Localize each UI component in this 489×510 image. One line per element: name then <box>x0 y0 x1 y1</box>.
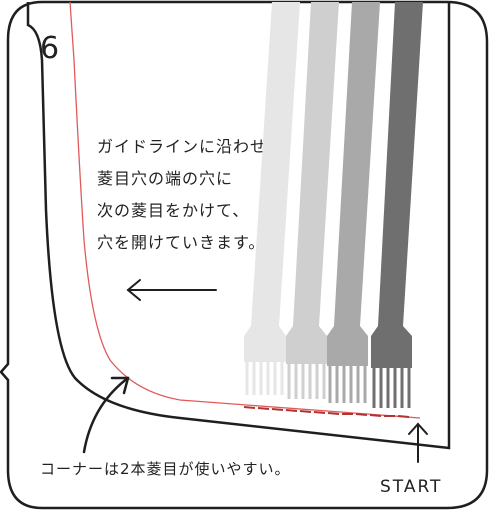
leather-outline <box>26 2 451 450</box>
curved-pointer-arrow-icon <box>82 376 130 454</box>
corner-caption: コーナーは2本菱目が使いやすい。 <box>40 460 291 478</box>
instruction-line: 穴を開けていきます。 <box>97 233 265 252</box>
step-number: 6 <box>40 31 59 66</box>
diamond-chisel-tool-1 <box>244 2 300 395</box>
left-arrow-icon <box>126 279 217 301</box>
guide-line <box>69 1 421 419</box>
start-label: START <box>380 477 442 497</box>
punched-holes <box>243 406 410 418</box>
instruction-line: ガイドラインに沿わせて <box>97 137 284 156</box>
instruction-text: ガイドラインに沿わせて 菱目穴の端の穴に 次の菱目をかけて、 穴を開けていきます… <box>97 137 284 252</box>
instruction-line: 次の菱目をかけて、 <box>97 201 249 220</box>
up-arrow-icon <box>408 422 428 463</box>
instruction-line: 菱目穴の端の穴に <box>97 169 233 188</box>
diamond-chisel-tool-4 <box>371 2 423 408</box>
diamond-chisel-tool-2 <box>286 2 339 399</box>
diamond-chisel-tool-3 <box>327 2 380 403</box>
